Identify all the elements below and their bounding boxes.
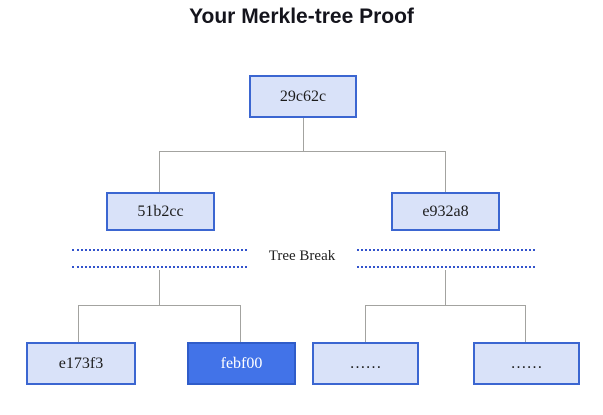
connector-line [159, 270, 160, 305]
node-right-hash: e932a8 [391, 192, 500, 231]
node-leaf-sibling: e173f3 [26, 342, 136, 385]
connector-line [78, 305, 241, 306]
connector-line [240, 305, 241, 342]
connector-line [303, 118, 304, 151]
tree-break-line [357, 266, 535, 268]
node-left-hash: 51b2cc [106, 192, 215, 231]
connector-line [365, 305, 526, 306]
tree-break-line [72, 266, 247, 268]
connector-line [445, 270, 446, 305]
node-root-hash: 29c62c [249, 75, 357, 118]
node-leaf-ellipsis: …… [473, 342, 580, 385]
page-title: Your Merkle-tree Proof [189, 5, 414, 28]
connector-line [365, 305, 366, 342]
node-leaf-ellipsis: …… [312, 342, 419, 385]
tree-break-label: Tree Break [268, 248, 336, 264]
connector-line [159, 151, 160, 192]
connector-line [78, 305, 79, 342]
tree-break-line [72, 249, 247, 251]
node-leaf-target: febf00 [187, 342, 296, 385]
connector-line [525, 305, 526, 342]
connector-line [445, 151, 446, 192]
connector-line [159, 151, 446, 152]
tree-break-line [357, 249, 535, 251]
